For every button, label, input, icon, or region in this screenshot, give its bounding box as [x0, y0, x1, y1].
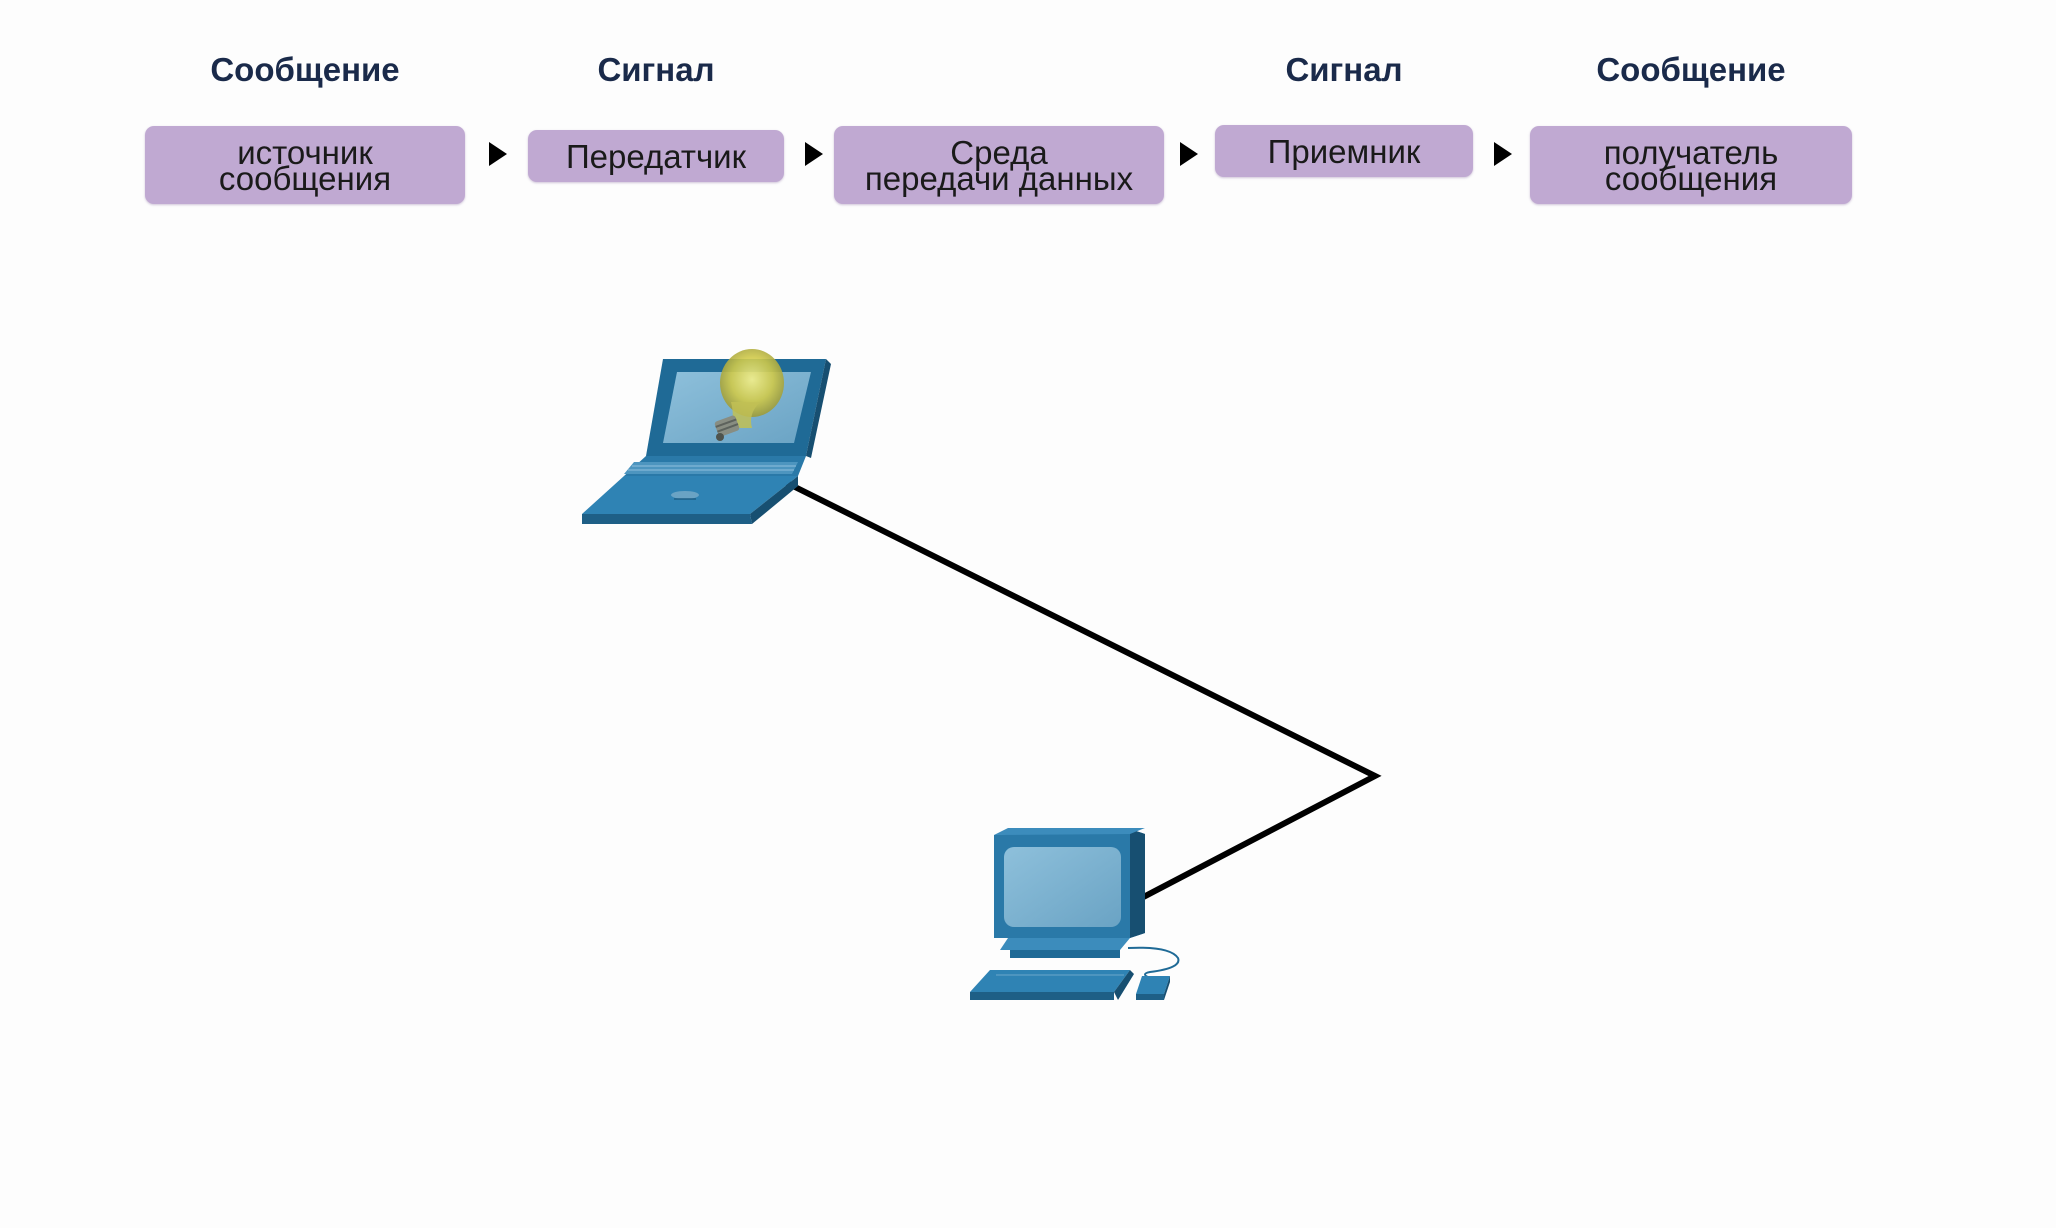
header-source-message: Сообщение — [210, 51, 400, 88]
stage-receiver-label: Приемник — [1267, 133, 1421, 170]
desktop-computer-icon — [970, 828, 1180, 1000]
stage-transmission-medium-label: Среда передачи данных — [864, 134, 1134, 197]
network-cable — [783, 479, 1382, 907]
flow-arrow-2 — [805, 142, 823, 166]
stage-receiver: Приемник — [1215, 125, 1473, 177]
header-receiver-signal: Сигнал — [1285, 51, 1403, 88]
laptop-icon — [582, 359, 831, 524]
stage-transmitter: Передатчик — [528, 130, 784, 182]
flow-arrow-1 — [489, 142, 507, 166]
stage-message-destination-label: получатель сообщения — [1603, 134, 1779, 197]
header-transmitter-signal: Сигнал — [597, 51, 715, 88]
stage-transmission-medium: Среда передачи данных — [834, 126, 1164, 204]
header-destination-message: Сообщение — [1596, 51, 1786, 88]
stage-message-source-label: источник сообщения — [218, 134, 392, 197]
lightbulb-icon — [714, 349, 784, 441]
flow-arrow-3 — [1180, 142, 1198, 166]
stage-message-source: источник сообщения — [145, 126, 465, 204]
flow-arrow-4 — [1494, 142, 1512, 166]
stage-transmitter-label: Передатчик — [565, 138, 747, 175]
stage-message-destination: получатель сообщения — [1530, 126, 1852, 204]
